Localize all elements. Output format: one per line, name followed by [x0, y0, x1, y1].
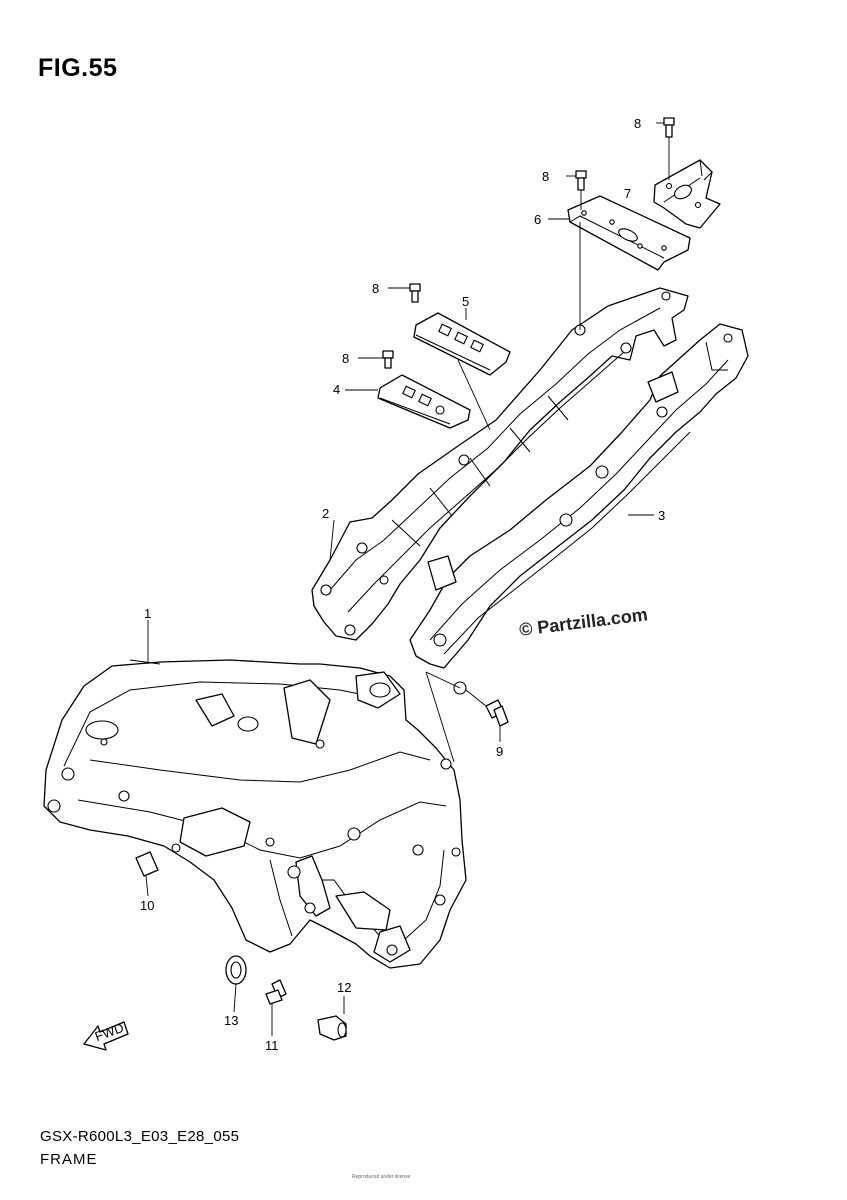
callout-3: 3	[658, 508, 665, 523]
forward-arrow: FWD	[83, 1020, 129, 1051]
callout-10: 10	[140, 898, 154, 913]
callout-4: 4	[333, 382, 340, 397]
part-13-washer	[225, 955, 247, 985]
callout-7: 7	[624, 186, 631, 201]
part-5-plate	[413, 312, 511, 376]
callout-13: 13	[224, 1013, 238, 1028]
part-10-collar	[135, 851, 159, 877]
callout-1: 1	[144, 606, 151, 621]
part-12-bolt	[317, 1015, 347, 1041]
bolt-8-top	[663, 117, 675, 138]
fine-print: Reproduced under license	[352, 1174, 411, 1180]
callout-2: 2	[322, 506, 329, 521]
figure-name: FRAME	[40, 1151, 98, 1168]
part-11-bolt	[265, 979, 287, 1005]
bolt-8-second	[575, 170, 587, 191]
callout-11: 11	[265, 1038, 279, 1053]
callout-5: 5	[462, 294, 469, 309]
callout-8-third: 8	[372, 281, 379, 296]
callout-6: 6	[534, 212, 541, 227]
part-3-side-rail	[409, 323, 749, 695]
bolts-8	[382, 117, 675, 369]
part-6-plate	[567, 195, 691, 271]
bolt-8-fourth	[382, 350, 394, 369]
bolt-9	[485, 699, 509, 727]
part-4-plate	[377, 374, 471, 429]
leader-lines	[129, 122, 670, 1036]
part-1-main-frame	[43, 659, 467, 969]
part-7-bracket	[653, 159, 721, 229]
callout-8-second: 8	[542, 169, 549, 184]
callouts: 1 2 3 4 5 6 7 8 8 8 8 9 10 11 12 13	[140, 116, 665, 1053]
callout-8-top: 8	[634, 116, 641, 131]
callout-8-fourth: 8	[342, 351, 349, 366]
callout-12: 12	[337, 980, 351, 995]
callout-9: 9	[496, 744, 503, 759]
figure-code: GSX-R600L3_E03_E28_055	[40, 1128, 240, 1145]
bolt-8-third	[409, 283, 421, 303]
part-2-seat-rail	[311, 287, 689, 641]
figure-title: FIG.55	[38, 54, 118, 82]
